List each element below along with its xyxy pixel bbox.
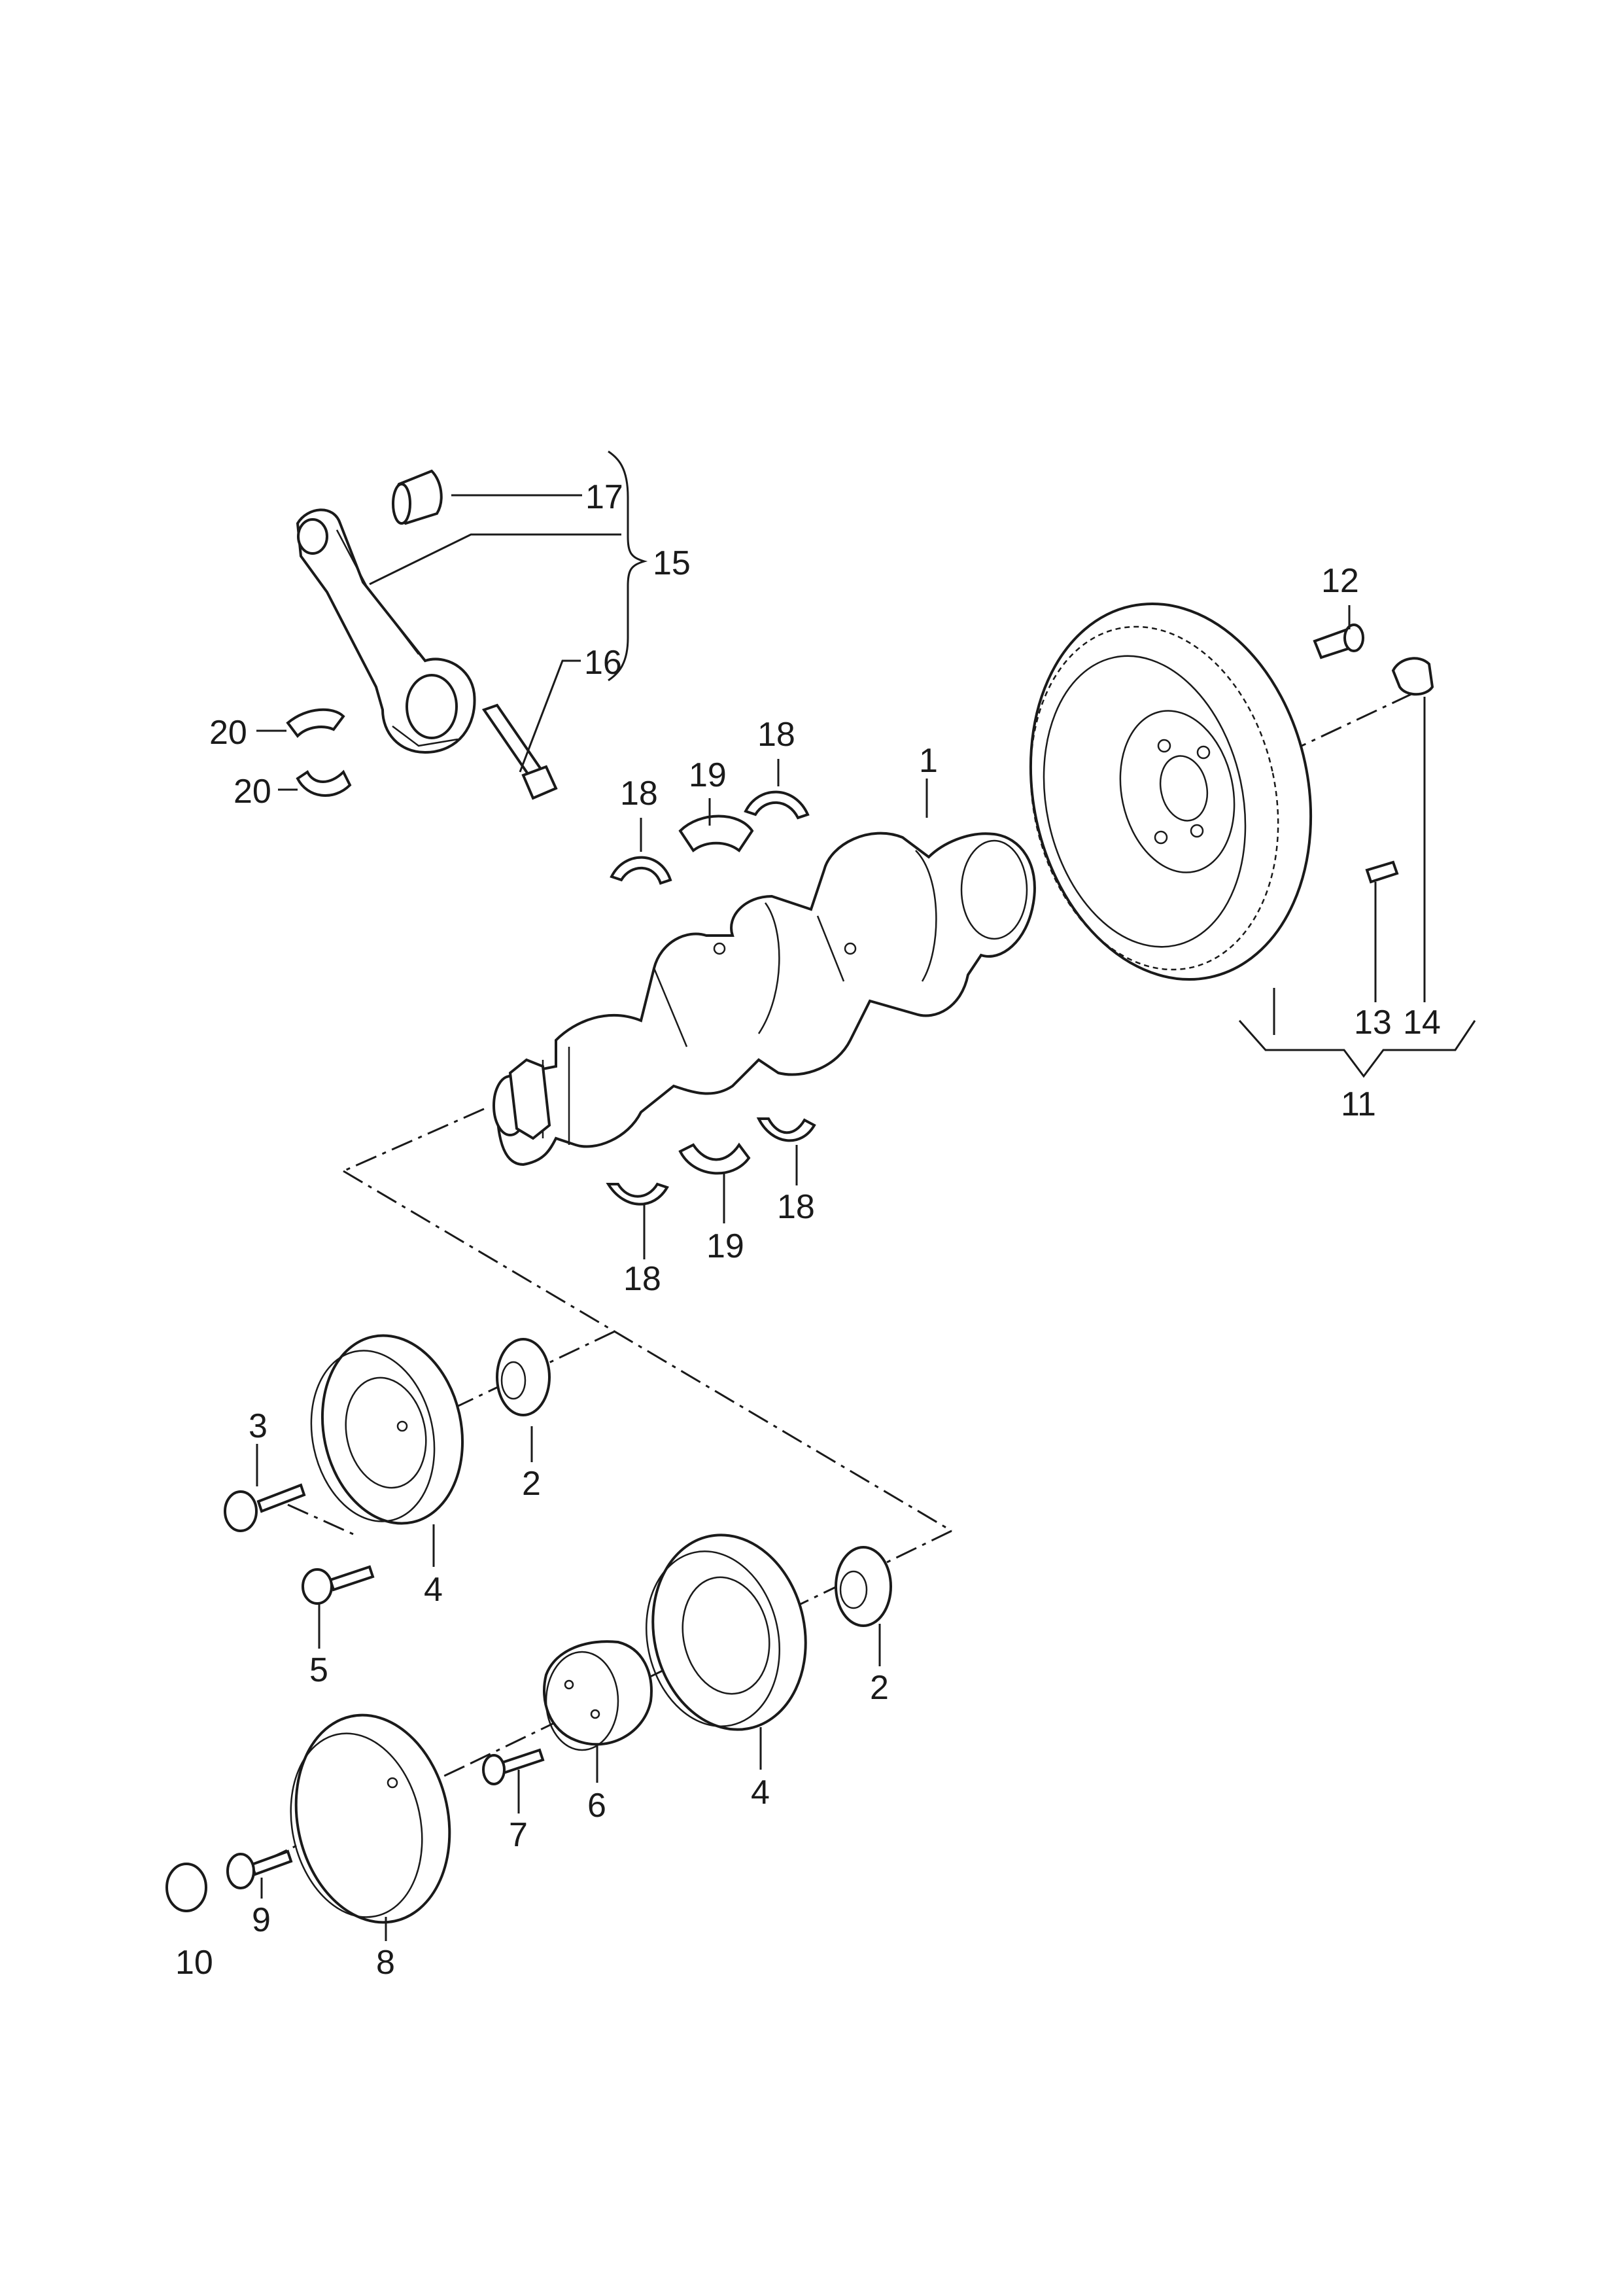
sprocket-upper — [496, 1338, 551, 1416]
callout-18: 18 — [623, 1260, 661, 1298]
pulley-bolt — [224, 1483, 306, 1532]
crankshaft — [492, 832, 1036, 1166]
callout-17: 17 — [585, 478, 623, 516]
callout-3: 3 — [249, 1407, 268, 1445]
callout-18: 18 — [757, 716, 795, 754]
callout-10: 10 — [175, 1944, 213, 1982]
callout-6: 6 — [587, 1787, 606, 1825]
thrust-washer-upper-left — [610, 856, 672, 885]
thrust-washer-upper-right — [744, 790, 810, 820]
thrust-washer-lower-left — [606, 1182, 669, 1206]
callout-labels: 1 2 2 3 4 4 5 6 7 8 9 10 11 12 13 14 15 … — [175, 478, 1441, 1982]
callout-4: 4 — [751, 1774, 770, 1812]
callout-2: 2 — [522, 1465, 541, 1503]
callout-4: 4 — [424, 1571, 443, 1609]
callout-20: 20 — [233, 773, 271, 811]
con-rod-bearing-shells — [286, 708, 352, 797]
flange-bolt — [302, 1565, 375, 1605]
main-bearing-shell-lower — [678, 1142, 751, 1175]
callout-1: 1 — [919, 742, 938, 780]
callout-16: 16 — [584, 644, 622, 682]
cap — [165, 1863, 207, 1912]
callout-12: 12 — [1321, 562, 1359, 600]
callout-2: 2 — [870, 1669, 889, 1707]
flywheel — [1029, 602, 1313, 981]
callout-9: 9 — [252, 1901, 271, 1939]
sprocket-lower — [835, 1546, 892, 1627]
flywheel-bolt — [1313, 623, 1364, 659]
belt-pulley-upper — [310, 1334, 464, 1525]
dowel-pin — [1365, 860, 1399, 884]
callout-14: 14 — [1403, 1004, 1441, 1042]
callout-19: 19 — [706, 1227, 744, 1265]
leader-lines — [256, 450, 1476, 1941]
damper-bolt — [226, 1849, 293, 1889]
callout-18: 18 — [620, 775, 658, 813]
callout-19: 19 — [689, 756, 727, 794]
callout-13: 13 — [1354, 1004, 1392, 1042]
callout-7: 7 — [509, 1816, 528, 1854]
vibration-damper — [290, 1713, 451, 1924]
piston-pin-bushing — [392, 469, 443, 525]
callout-8: 8 — [376, 1944, 395, 1982]
hub-bolt — [482, 1748, 545, 1785]
crankshaft-sprocket — [508, 1058, 551, 1140]
callout-11: 11 — [1341, 1085, 1376, 1123]
connecting-rod — [296, 508, 476, 754]
belt-pulley-lower — [645, 1533, 807, 1731]
callout-20: 20 — [209, 714, 247, 752]
callout-5: 5 — [309, 1651, 328, 1689]
callout-15: 15 — [653, 544, 691, 582]
con-rod-bolt — [481, 703, 558, 800]
needle-bearing — [1391, 657, 1434, 696]
main-bearing-shell-upper — [678, 815, 754, 852]
callout-18: 18 — [777, 1188, 815, 1226]
vibration-damper-hub — [543, 1640, 653, 1751]
thrust-washer-lower-right — [756, 1117, 816, 1142]
